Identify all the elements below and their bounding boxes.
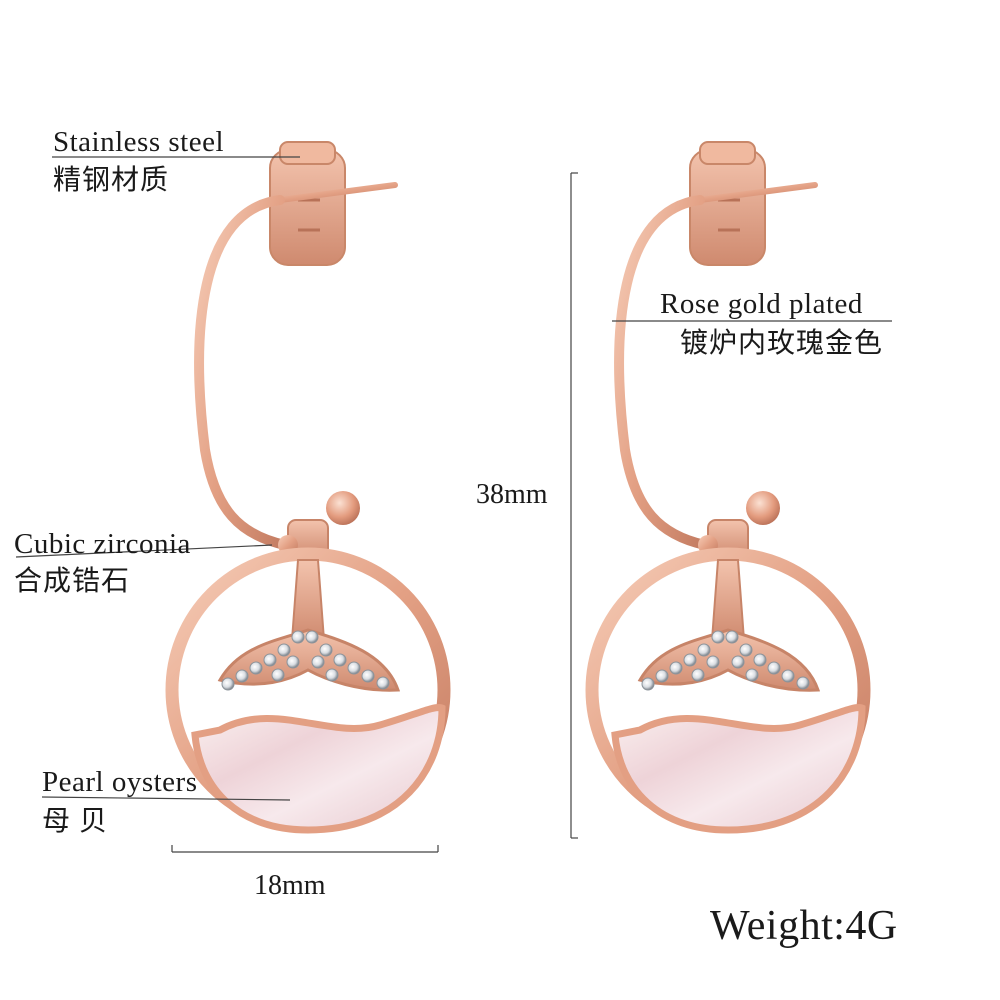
width-dimension-label: 18mm: [254, 870, 326, 901]
zirconia-label-en: Cubic zirconia: [14, 528, 191, 560]
height-dimension-line: [570, 172, 578, 839]
stainless-label-cn: 精钢材质: [53, 165, 170, 196]
rose-gold-label-cn: 镀炉内玫瑰金色: [680, 328, 884, 359]
height-dimension-label: 38mm: [476, 479, 548, 510]
callout-lines: [15, 156, 892, 801]
rose-gold-label-en: Rose gold plated: [660, 288, 863, 320]
pearl-label-cn: 母 贝: [42, 806, 109, 837]
stainless-label-en: Stainless steel: [53, 126, 225, 158]
pearl-label-en: Pearl oysters: [42, 766, 198, 798]
left-earring: [172, 142, 444, 830]
width-dimension-line: [171, 845, 439, 853]
right-earring: [592, 142, 864, 830]
weight-label: Weight:4G: [710, 903, 898, 949]
zirconia-label-cn: 合成锆石: [14, 566, 131, 597]
